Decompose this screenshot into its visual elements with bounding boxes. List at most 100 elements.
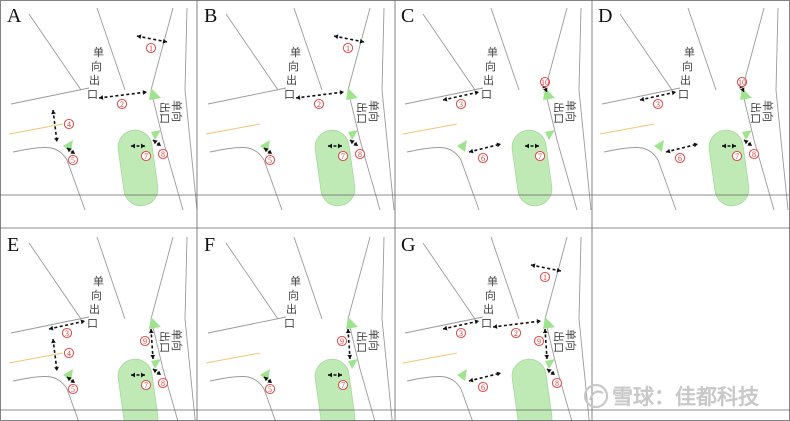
- arrow-head: [732, 143, 736, 149]
- arrow-head: [740, 87, 745, 92]
- arrow-head: [264, 377, 269, 382]
- road-layout: [402, 236, 592, 421]
- signal-triangle-icon: [742, 130, 752, 140]
- crossing-label: 10: [541, 78, 549, 87]
- arrow-head: [153, 140, 158, 145]
- crossing-label: 5: [268, 156, 272, 165]
- rotated-street-label-line1: 单向: [761, 100, 775, 122]
- arrow-head: [443, 96, 448, 102]
- crossing-path: [48, 320, 86, 330]
- rotated-street-label-line2: 出口: [552, 102, 566, 124]
- signal-triangle-icon: [545, 130, 555, 140]
- crossing-label-badge: [140, 150, 152, 162]
- crossing-label: 7: [341, 381, 345, 390]
- crossing-label-badge: [539, 271, 551, 283]
- crossing-label-badge: [157, 377, 169, 389]
- crossing-path: [98, 91, 148, 99]
- crossing-label: 4: [67, 120, 71, 129]
- rotated-street-label-line2: 出口: [158, 331, 172, 353]
- crossing-7: 7: [131, 372, 152, 391]
- signal-triangle-icon: [149, 88, 161, 100]
- arrow-head: [693, 142, 698, 148]
- crossing-label: 5: [268, 385, 272, 394]
- panel-letter: D: [598, 5, 612, 27]
- crossing-6: 6: [665, 142, 699, 164]
- crossing-8: 8: [349, 139, 366, 160]
- panel-letter: E: [7, 234, 19, 256]
- crossing-9: 9: [336, 328, 353, 360]
- crossing-label: 7: [538, 152, 542, 161]
- crossing-1: 1: [136, 34, 168, 54]
- vertical-street-label-char: 向: [288, 288, 299, 302]
- crossing-label-badge: [736, 76, 748, 88]
- arrow-head: [338, 372, 342, 378]
- crossing-path: [544, 328, 548, 360]
- crossing-10: 10: [736, 76, 748, 93]
- crossing-9: 9: [533, 328, 550, 360]
- crossing-label: 1: [543, 273, 547, 282]
- crossing-label-badge: [116, 98, 128, 110]
- rotated-street-label-line1: 单向: [564, 100, 578, 122]
- arrow-head: [156, 370, 161, 375]
- crossing-path: [333, 35, 365, 43]
- crossing-path: [530, 264, 562, 272]
- crossing-1: 1: [333, 34, 365, 54]
- arrow-head: [131, 372, 135, 378]
- arrow-head: [443, 325, 448, 331]
- signal-triangle-icon: [149, 317, 161, 329]
- crossing-5: 5: [66, 376, 79, 395]
- crossing-label-badge: [748, 148, 760, 160]
- vertical-street-label-char: 单: [487, 275, 498, 288]
- crossing-label: 5: [71, 385, 75, 394]
- crossing-2: 2: [492, 319, 542, 339]
- vertical-street-label-char: 单: [487, 46, 498, 59]
- crossing-8: 8: [152, 139, 169, 160]
- crossing-label-badge: [533, 335, 545, 347]
- crossing-label: 8: [161, 150, 165, 159]
- crossing-5: 5: [263, 376, 276, 395]
- crossing-label: 8: [161, 379, 165, 388]
- vertical-street-label-char: 口: [284, 317, 295, 330]
- panel-letter: B: [204, 5, 217, 27]
- crossing-label-badge: [674, 152, 686, 164]
- arrow-head: [536, 319, 541, 324]
- crossing-label-badge: [652, 98, 664, 110]
- crossing-label-badge: [337, 379, 349, 391]
- rotated-street-label-line1: 单向: [170, 100, 184, 122]
- crossing-path: [468, 372, 502, 382]
- vertical-street-label-char: 单: [684, 46, 695, 59]
- crossing-8: 8: [152, 368, 169, 389]
- crossing-label: 3: [459, 100, 463, 109]
- crossing-label: 2: [120, 100, 124, 109]
- crossing-2: 2: [295, 90, 345, 110]
- crossing-label-badge: [61, 327, 73, 339]
- vertical-street-label-char: 向: [91, 59, 102, 73]
- arrow-head: [535, 143, 539, 149]
- vertical-street-label-char: 单: [93, 46, 104, 59]
- crossing-7: 7: [328, 372, 349, 391]
- vertical-street-label-char: 口: [678, 88, 689, 101]
- vertical-street-label-char: 出: [483, 302, 494, 316]
- crossing-label-badge: [534, 150, 546, 162]
- crossing-label: 6: [678, 154, 682, 163]
- crossing-label-badge: [551, 377, 563, 389]
- crossing-label: 7: [144, 381, 148, 390]
- rotated-street-label-line1: 单向: [170, 329, 184, 351]
- arrow-head: [334, 34, 339, 40]
- rotated-street-label-line1: 单向: [367, 100, 381, 122]
- arrow-head: [666, 148, 671, 154]
- arrow-head: [54, 137, 59, 142]
- crossing-label: 6: [481, 383, 485, 392]
- crossing-path: [442, 320, 480, 330]
- panel-letter: F: [204, 234, 215, 256]
- arrow-head: [544, 354, 550, 359]
- arrow-head: [141, 372, 145, 378]
- crossing-label-badge: [455, 327, 467, 339]
- crossing-label-badge: [264, 154, 276, 166]
- arrow-head: [51, 339, 56, 344]
- crossing-label: 3: [656, 100, 660, 109]
- arrow-head: [67, 148, 72, 153]
